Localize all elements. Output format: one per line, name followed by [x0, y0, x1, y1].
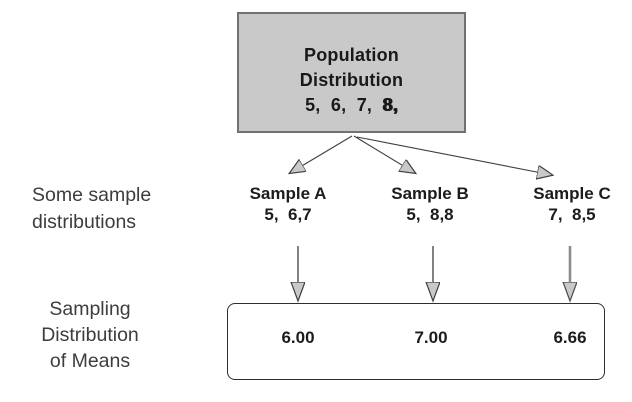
population-values-last: 8,	[382, 95, 398, 115]
sample-a: Sample A 5, 6,7	[223, 183, 353, 226]
sample-c: Sample C 7, 8,5	[507, 183, 632, 226]
caption-sampling-distribution-line1: Sampling	[49, 298, 131, 320]
caption-sample-distributions: Some sample distributions	[32, 182, 151, 236]
caption-sampling-distribution: Sampling Distribution of Means	[15, 296, 165, 374]
mean-value-sample-a: 6.00	[281, 328, 315, 347]
sample-c-name: Sample C	[533, 184, 611, 203]
caption-sampling-distribution-line3: of Means	[49, 350, 131, 372]
population-distribution-box: Population Distribution 5, 6, 7, 8,	[237, 12, 466, 133]
caption-sample-distributions-line2: distributions	[32, 211, 137, 233]
population-values: 5, 6, 7, 8,	[239, 93, 464, 118]
population-title-line1: Population	[304, 45, 399, 65]
population-values-prefix: 5, 6, 7,	[305, 95, 383, 115]
sample-b-name: Sample B	[391, 184, 469, 203]
caption-sample-distributions-line1: Some sample	[32, 184, 152, 206]
mean-value-sample-b: 7.00	[414, 328, 448, 347]
population-title-line2: Distribution	[299, 70, 404, 90]
sample-a-name: Sample A	[249, 184, 327, 203]
sampling-distribution-box: 6.00 7.00 6.66	[227, 303, 605, 380]
sample-c-values: 7, 8,5	[548, 205, 596, 224]
mean-value-sample-c: 6.66	[553, 328, 587, 347]
sample-b-values: 5, 8,8	[406, 205, 454, 224]
caption-sampling-distribution-line2: Distribution	[41, 324, 139, 346]
arrow-population-to-sample-c	[356, 136, 552, 175]
sample-b: Sample B 5, 8,8	[365, 183, 495, 226]
arrow-population-to-sample-a	[290, 135, 353, 173]
sample-a-values: 5, 6,7	[264, 205, 312, 224]
arrow-population-to-sample-b	[353, 135, 415, 173]
